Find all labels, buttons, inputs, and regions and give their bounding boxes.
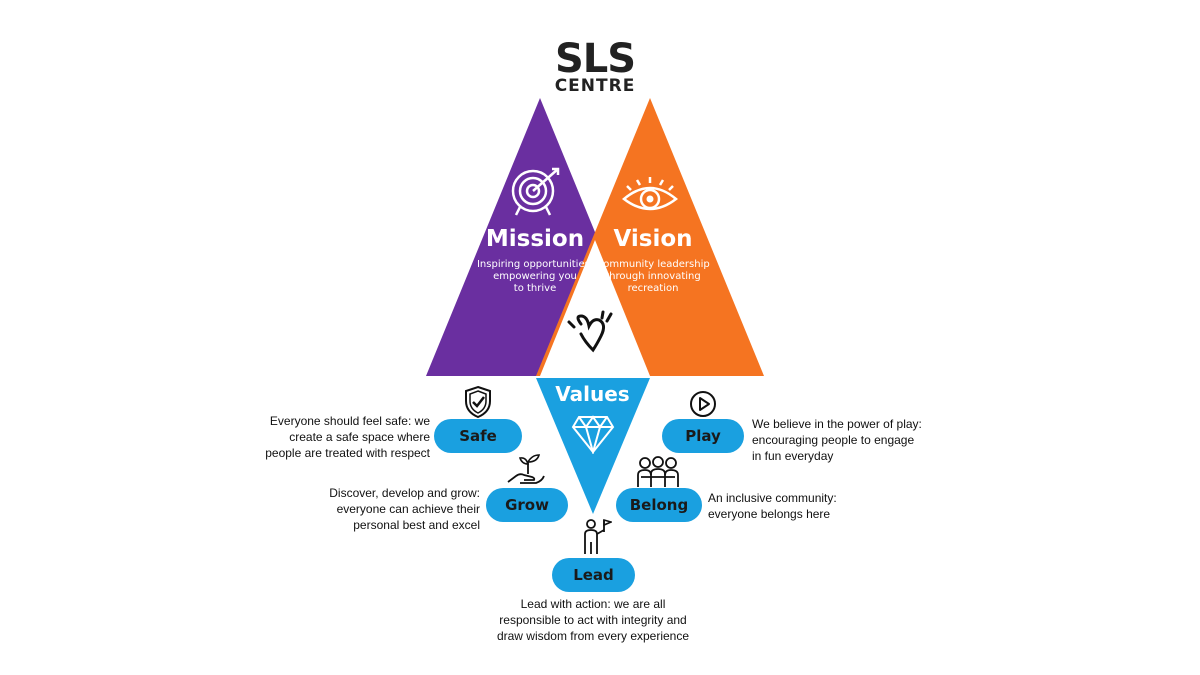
diamond-icon xyxy=(571,414,615,454)
vision-text-line: Community leadership xyxy=(596,259,710,270)
hand-plant-icon xyxy=(506,452,546,486)
play-description-line: encouraging people to engage xyxy=(752,433,915,447)
vision-text-line: through innovating xyxy=(605,271,701,282)
play-pill: Play xyxy=(662,419,744,453)
shield-check-icon xyxy=(463,385,493,419)
grow-description: Discover, develop and grow: everyone can… xyxy=(280,485,480,533)
belong-description-line: An inclusive community: xyxy=(708,491,837,505)
safe-description-line: Everyone should feel safe: we xyxy=(269,414,430,428)
safe-description: Everyone should feel safe: we create a s… xyxy=(232,413,430,461)
mission-text: Inspiring opportunities, empowering you … xyxy=(460,259,610,295)
grow-description-line: personal best and excel xyxy=(353,518,480,532)
eye-icon xyxy=(621,175,679,219)
lead-pill: Lead xyxy=(552,558,635,592)
mission-text-line: empowering you xyxy=(493,271,577,282)
sls-centre-logo: SLS CENTRE xyxy=(510,36,680,96)
logo-line-2: CENTRE xyxy=(554,76,636,96)
play-circle-icon xyxy=(689,390,717,418)
vision-title: Vision xyxy=(613,226,693,252)
mission-text-line: Inspiring opportunities, xyxy=(476,259,594,270)
mission-title: Mission xyxy=(485,226,585,252)
grow-description-line: Discover, develop and grow: xyxy=(329,486,480,500)
safe-description-line: create a safe space where xyxy=(289,430,430,444)
belong-description-line: everyone belongs here xyxy=(708,507,831,521)
values-triangle xyxy=(536,378,650,514)
person-flag-icon xyxy=(580,518,612,556)
group-people-icon xyxy=(635,455,681,489)
grow-pill: Grow xyxy=(486,488,568,522)
values-title: Values xyxy=(555,382,630,406)
grow-description-line: everyone can achieve their xyxy=(336,502,480,516)
mission-text-line: to thrive xyxy=(513,283,557,294)
center-white-triangle xyxy=(540,240,650,376)
vision-text-line: recreation xyxy=(627,283,679,294)
target-icon xyxy=(506,165,564,217)
lead-description-line: draw wisdom from every experience xyxy=(496,629,690,643)
play-description-line: in fun everyday xyxy=(752,449,834,463)
lead-description-line: Lead with action: we are all xyxy=(520,597,666,611)
logo-line-1: SLS xyxy=(554,36,636,82)
play-description: We believe in the power of play: encoura… xyxy=(752,416,952,464)
heart-logo-icon xyxy=(565,310,621,356)
vision-text: Community leadership through innovating … xyxy=(578,259,728,295)
belong-description: An inclusive community: everyone belongs… xyxy=(708,490,908,522)
play-description-line: We believe in the power of play: xyxy=(752,417,922,431)
safe-description-line: people are treated with respect xyxy=(265,446,430,460)
belong-pill: Belong xyxy=(616,488,702,522)
lead-description: Lead with action: we are all responsible… xyxy=(468,596,718,644)
safe-pill: Safe xyxy=(434,419,522,453)
lead-description-line: responsible to act with integrity and xyxy=(499,613,687,627)
